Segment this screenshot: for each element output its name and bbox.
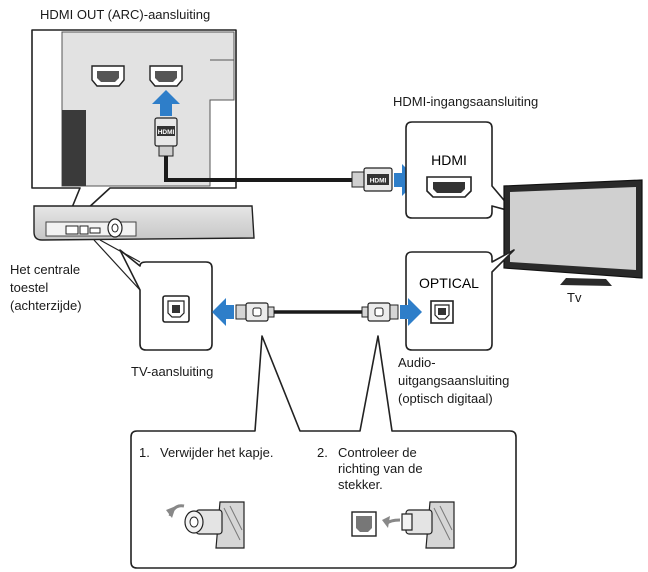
audio-out-label-3: (optisch digitaal): [398, 391, 493, 406]
left-arrow-optical-icon: [212, 298, 234, 326]
step-1-number: 1.: [139, 445, 150, 460]
step-2-number: 2.: [317, 445, 328, 460]
tv: [503, 179, 643, 286]
hdmi-input-callout: HDMI: [405, 121, 515, 219]
hdmi-cable: [164, 156, 352, 182]
central-unit-label-1: Het centrale: [10, 262, 81, 277]
optical-port-label: OPTICAL: [419, 275, 479, 291]
hdmi-port-icon: [91, 65, 125, 87]
tv-connection-callout: [119, 249, 213, 351]
optical-plug-right-icon: [361, 302, 399, 322]
leader-line-2: [99, 239, 141, 263]
right-arrow-optical-icon: [400, 298, 422, 326]
tv-connection-label: TV-aansluiting: [131, 364, 214, 379]
step-2-text-line-3: stekker.: [338, 477, 383, 492]
optical-output-callout: OPTICAL: [405, 249, 515, 351]
hdmi-plug-horizontal-icon: HDMI: [351, 167, 393, 192]
up-arrow-icon: [152, 90, 180, 116]
optical-port-icon: [430, 300, 454, 324]
step-1-text: Verwijder het kapje.: [160, 445, 274, 460]
hdmi-plug-text-2: HDMI: [370, 178, 387, 185]
soundbar: [33, 205, 255, 241]
hdmi-port-label: HDMI: [431, 152, 467, 168]
soundbar-zoom-panel: HDMI: [31, 29, 237, 233]
hdmi-arc-port-icon: [149, 65, 183, 87]
leader-line-1: [93, 239, 141, 291]
plug-orientation-illustration: [351, 501, 455, 549]
step-2-text-line-2: richting van de: [338, 461, 423, 476]
audio-out-label-2: uitgangsaansluiting: [398, 373, 510, 388]
optical-plug-left-icon: [235, 302, 275, 322]
hdmi-input-connection-label: HDMI-ingangsaansluiting: [393, 94, 539, 109]
hdmi-plug-text: HDMI: [158, 129, 175, 136]
remove-cap-illustration: [166, 501, 245, 549]
central-unit-label-3: (achterzijde): [10, 298, 82, 313]
audio-out-label-1: Audio-: [398, 355, 436, 370]
hdmi-plug-vertical-icon: HDMI: [154, 117, 178, 157]
tv-label: Tv: [567, 290, 582, 305]
step-2-text-line-1: Controleer de: [338, 445, 417, 460]
central-unit-label-2: toestel: [10, 280, 49, 295]
tv-optical-port-icon: [162, 295, 190, 323]
steps-callout: [130, 335, 517, 569]
hdmi-out-arc-label: HDMI OUT (ARC)-aansluiting: [40, 7, 211, 22]
